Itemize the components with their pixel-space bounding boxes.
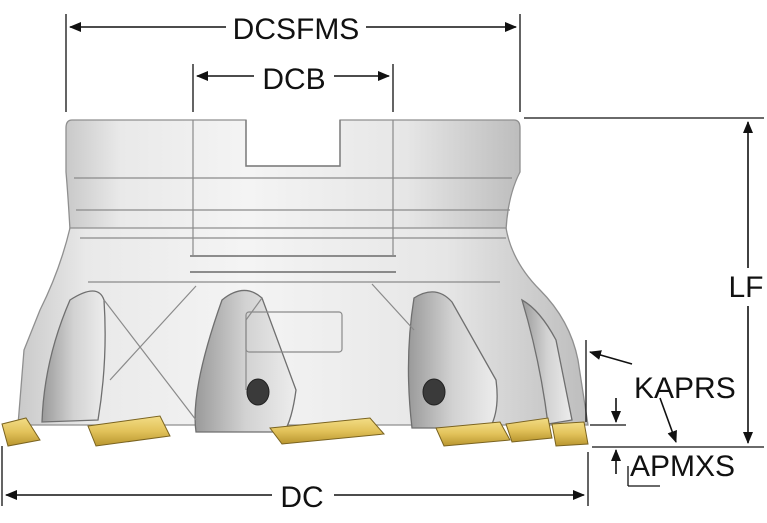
insert-5 [505, 417, 553, 443]
coolant-hole-2 [422, 378, 446, 406]
label-apmxs: APMXS [630, 450, 735, 483]
label-kaprs: KAPRS [634, 372, 736, 405]
insert-2 [87, 415, 171, 447]
chip-pocket-1 [41, 290, 106, 423]
insert-4 [435, 421, 511, 447]
dim-lf: LF [524, 117, 764, 448]
label-dcb: DCB [262, 63, 325, 96]
dim-dcb: DCB [192, 63, 394, 112]
insert-6 [551, 421, 589, 447]
label-dc: DC [280, 481, 323, 514]
dim-kaprs: KAPRS [585, 340, 736, 443]
dim-dc: DC [1, 446, 589, 514]
top-flange [65, 119, 521, 231]
coolant-hole-1 [246, 378, 270, 406]
inserts [1, 415, 589, 447]
dim-apmxs: APMXS [590, 398, 735, 487]
cutter-body [17, 119, 589, 433]
label-lf: LF [728, 271, 763, 304]
insert-1 [1, 417, 41, 447]
key-slot [245, 120, 341, 167]
dim-dcsfms: DCSFMS [65, 13, 521, 112]
label-dcsfms: DCSFMS [233, 13, 360, 46]
insert-3 [269, 417, 386, 445]
